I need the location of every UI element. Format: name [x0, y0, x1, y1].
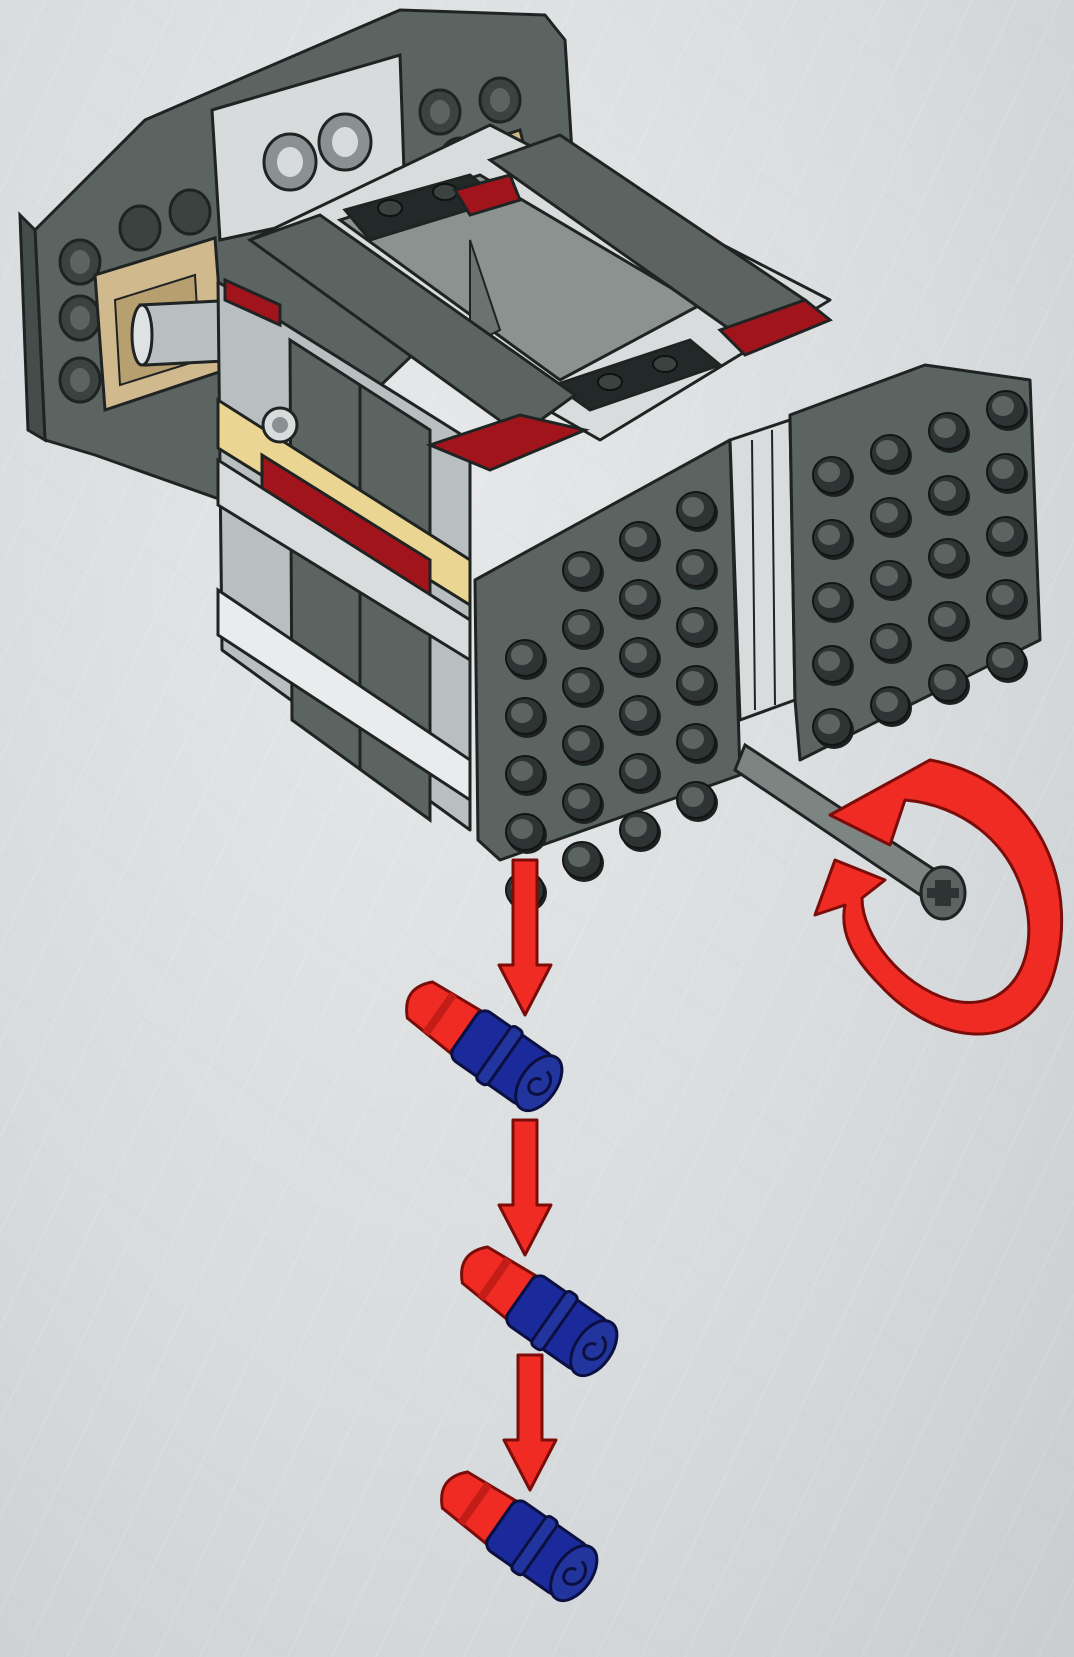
missile: [427, 1457, 607, 1611]
down-arrow-icon: [504, 1355, 556, 1490]
stud-highlight: [992, 522, 1014, 542]
stud-highlight: [682, 787, 704, 807]
stud-highlight: [625, 817, 647, 837]
stud-highlight: [992, 396, 1014, 416]
stud-highlight: [876, 503, 898, 523]
stud-highlight: [876, 566, 898, 586]
stud-highlight: [876, 692, 898, 712]
stud-highlight: [625, 701, 647, 721]
stud-highlight: [625, 643, 647, 663]
stud-highlight: [568, 789, 590, 809]
stud-highlight: [818, 651, 840, 671]
stud-highlight: [625, 759, 647, 779]
stud-highlight: [682, 729, 704, 749]
stud-highlight: [934, 544, 956, 564]
stud-highlight: [876, 440, 898, 460]
stud-highlight: [568, 557, 590, 577]
stud-highlight: [876, 629, 898, 649]
stud-highlight: [511, 819, 533, 839]
hinge-column: [730, 420, 795, 720]
stud-highlight: [934, 481, 956, 501]
stud-highlight: [568, 847, 590, 867]
stud-highlight: [625, 585, 647, 605]
stud-highlight: [934, 607, 956, 627]
stud-highlight: [682, 613, 704, 633]
missile: [392, 967, 572, 1121]
stud-highlight: [818, 462, 840, 482]
stud-highlight: [682, 555, 704, 575]
stud-highlight: [818, 588, 840, 608]
stud-highlight: [682, 671, 704, 691]
missiles: [392, 967, 627, 1611]
stud-highlight: [934, 418, 956, 438]
stud-highlight: [625, 527, 647, 547]
stud-highlight: [818, 714, 840, 734]
stud-highlight: [992, 648, 1014, 668]
down-arrows: [499, 860, 556, 1490]
stud-highlight: [568, 731, 590, 751]
stud-highlight: [992, 459, 1014, 479]
stud-highlight: [568, 615, 590, 635]
front-wing-left: [475, 440, 740, 912]
stud-highlight: [511, 703, 533, 723]
stud-highlight: [934, 670, 956, 690]
stud-highlight: [992, 585, 1014, 605]
stud-highlight: [818, 525, 840, 545]
stud-highlight: [568, 673, 590, 693]
stud-highlight: [511, 761, 533, 781]
stud-highlight: [511, 645, 533, 665]
down-arrow-icon: [499, 1120, 551, 1255]
front-wing-right: [790, 365, 1040, 760]
stud-highlight: [682, 497, 704, 517]
